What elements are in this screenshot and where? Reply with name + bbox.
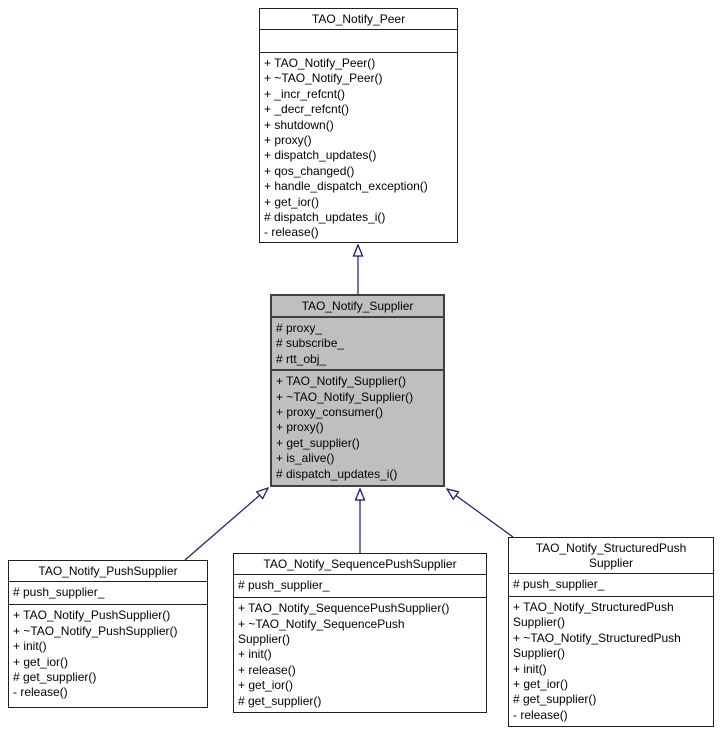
method-item: + get_ior() <box>264 194 320 209</box>
method-item: + ~TAO_Notify_StructuredPush Supplier() <box>513 630 681 661</box>
method-item: # get_supplier() <box>13 670 97 685</box>
method-item: # get_supplier() <box>513 692 597 707</box>
attribute-item: # subscribe_ <box>276 336 345 351</box>
class-methods: + TAO_Notify_Supplier() + ~TAO_Notify_Su… <box>272 371 443 485</box>
method-item: # dispatch_updates_i() <box>264 210 386 225</box>
method-item: + TAO_Notify_Supplier() <box>276 374 406 389</box>
method-item: # get_supplier() <box>238 693 322 708</box>
class-title: TAO_Notify_PushSupplier <box>9 561 207 582</box>
method-item: + dispatch_updates() <box>264 148 377 163</box>
class-box-tao-notify-supplier-current: TAO_Notify_Supplier # proxy_ # subscribe… <box>270 294 445 487</box>
class-box-tao-notify-sequencepushsupplier[interactable]: TAO_Notify_SequencePushSupplier # push_s… <box>233 553 487 713</box>
method-item: + _incr_refcnt() <box>264 86 346 101</box>
attribute-item: # push_supplier_ <box>238 578 330 592</box>
class-box-tao-notify-peer[interactable]: TAO_Notify_Peer + TAO_Notify_Peer() + ~T… <box>259 8 458 243</box>
method-item: + TAO_Notify_StructuredPush Supplier() <box>513 600 674 630</box>
method-item: + proxy() <box>264 133 312 148</box>
method-item: + release() <box>238 662 296 677</box>
class-title: TAO_Notify_Supplier <box>272 296 443 318</box>
method-item: + get_ior() <box>13 654 69 669</box>
method-item: + proxy_consumer() <box>276 404 384 419</box>
class-title: TAO_Notify_StructuredPush Supplier <box>509 538 713 574</box>
method-item: + init() <box>513 661 547 676</box>
class-title: TAO_Notify_Peer <box>260 9 457 30</box>
method-item: + is_alive() <box>276 451 335 466</box>
class-attributes: # push_supplier_ <box>234 575 486 599</box>
class-attributes: # push_supplier_ <box>509 574 713 597</box>
attribute-item: # proxy_ <box>276 321 323 335</box>
method-item: + handle_dispatch_exception() <box>264 179 428 194</box>
method-item: - release() <box>264 225 319 240</box>
method-item: - release() <box>513 707 568 722</box>
method-item: + ~TAO_Notify_Peer() <box>264 71 383 86</box>
method-item: # dispatch_updates_i() <box>276 466 398 481</box>
inheritance-arrow-structuredpushsupplier-to-supplier <box>447 489 514 538</box>
class-attributes-empty <box>260 30 457 53</box>
method-item: + TAO_Notify_SequencePushSupplier() <box>238 601 450 616</box>
method-item: + init() <box>238 647 272 662</box>
class-methods: + TAO_Notify_Peer() + ~TAO_Notify_Peer()… <box>260 53 457 244</box>
method-item: + get_ior() <box>238 678 294 693</box>
class-attributes: # proxy_ # subscribe_ # rtt_obj_ <box>272 318 443 372</box>
method-item: + ~TAO_Notify_Supplier() <box>276 389 414 404</box>
method-item: + init() <box>13 639 47 654</box>
method-item: + ~TAO_Notify_SequencePush Supplier() <box>238 616 405 646</box>
inheritance-arrow-pushsupplier-to-supplier <box>184 488 268 561</box>
attribute-item: # rtt_obj_ <box>276 351 327 366</box>
class-methods: + TAO_Notify_SequencePushSupplier() + ~T… <box>234 598 486 712</box>
method-item: + get_supplier() <box>276 435 360 450</box>
attribute-item: # push_supplier_ <box>13 585 105 599</box>
method-item: + shutdown() <box>264 117 334 132</box>
method-item: + TAO_Notify_Peer() <box>264 56 376 70</box>
attribute-item: # push_supplier_ <box>513 577 605 591</box>
class-box-tao-notify-structuredpushsupplier[interactable]: TAO_Notify_StructuredPush Supplier # pus… <box>508 537 714 727</box>
class-attributes: # push_supplier_ <box>9 582 207 606</box>
class-title: TAO_Notify_SequencePushSupplier <box>234 554 486 575</box>
method-item: + ~TAO_Notify_PushSupplier() <box>13 623 178 638</box>
method-item: + proxy() <box>276 420 324 435</box>
method-item: + get_ior() <box>513 677 569 692</box>
class-methods: + TAO_Notify_PushSupplier() + ~TAO_Notif… <box>9 605 207 707</box>
method-item: + qos_changed() <box>264 163 355 178</box>
class-box-tao-notify-pushsupplier[interactable]: TAO_Notify_PushSupplier # push_supplier_… <box>8 560 208 708</box>
method-item: + _decr_refcnt() <box>264 102 350 117</box>
class-methods: + TAO_Notify_StructuredPush Supplier() +… <box>509 597 713 726</box>
method-item: - release() <box>13 685 68 700</box>
method-item: + TAO_Notify_PushSupplier() <box>13 608 171 623</box>
